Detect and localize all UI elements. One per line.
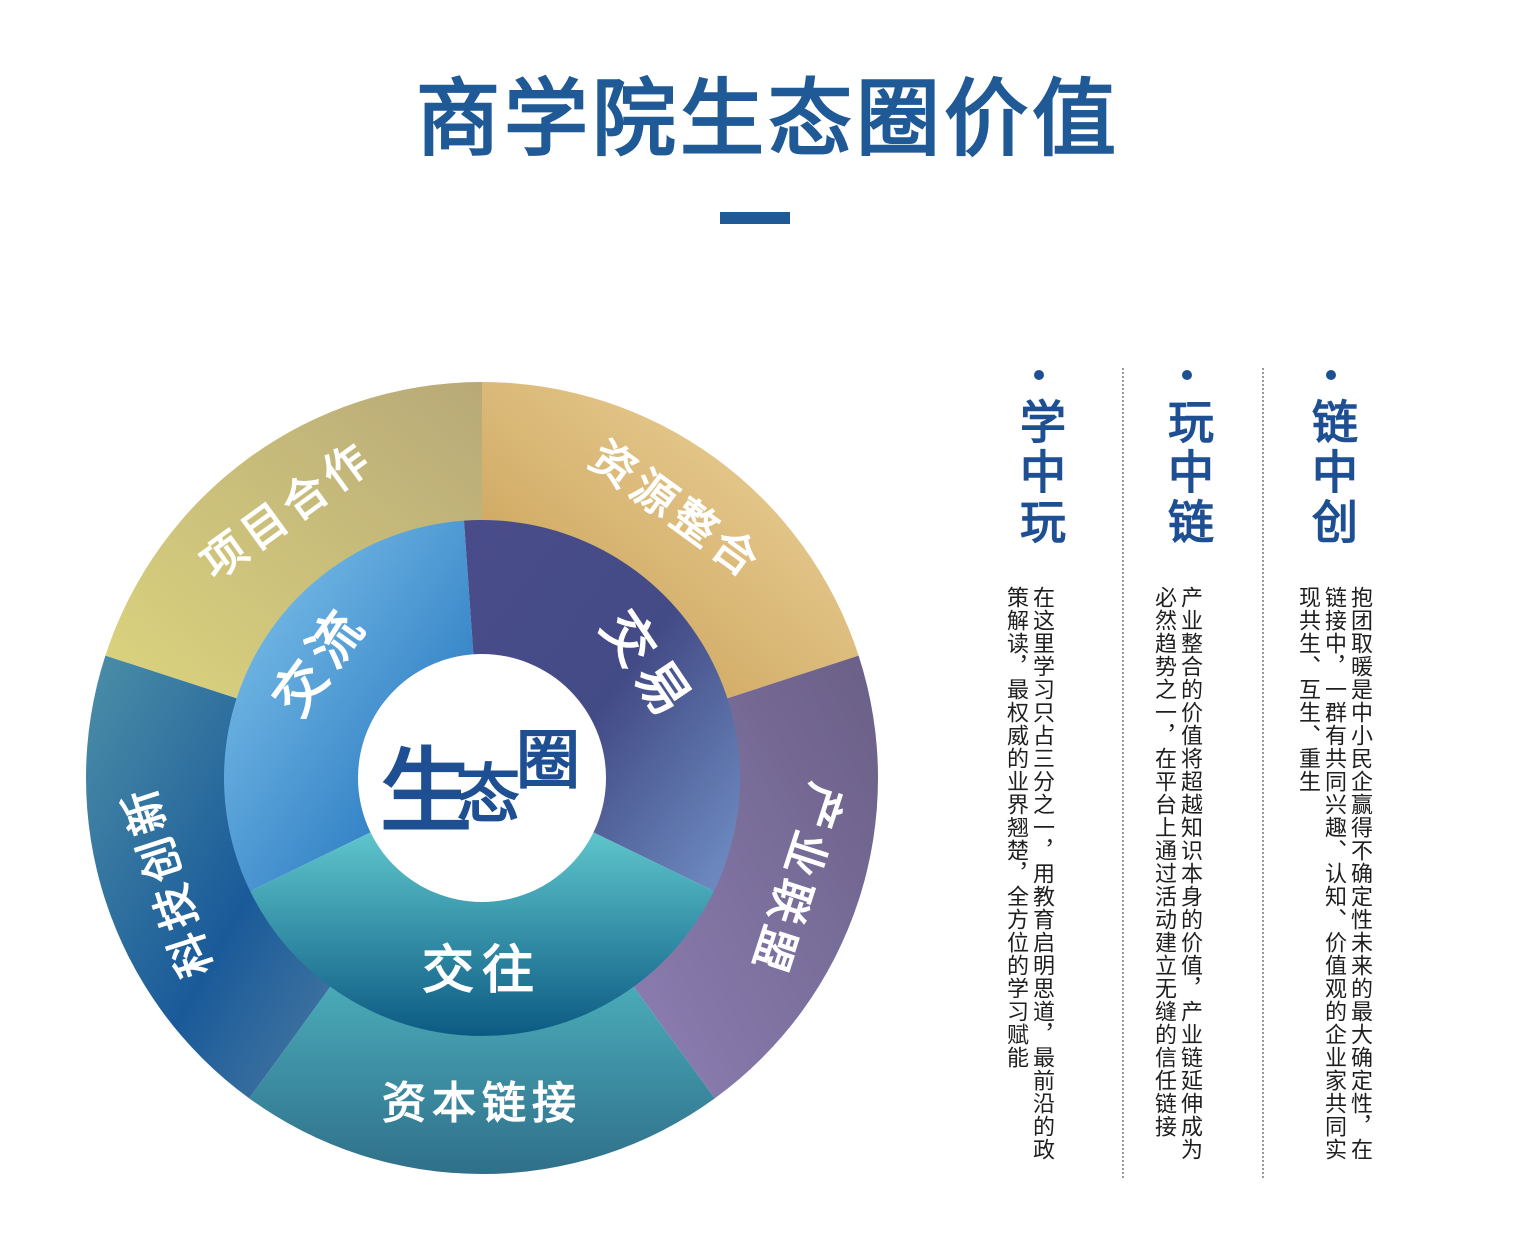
inner-segment-interaction bbox=[250, 831, 714, 1036]
column-body: 产业整合的价值将超越知识本身的价值，产业链延伸成为必然趋势之一，在平台上通过活动… bbox=[1151, 586, 1202, 1161]
column-body: 抱团取暖是中小民企赢得不确定性未来的最大确定性，在链接中，一群有共同兴趣、认知、… bbox=[1295, 586, 1372, 1161]
inner-label-interaction: 交往 bbox=[422, 941, 542, 1001]
column-divider bbox=[1262, 368, 1264, 1178]
center-circle bbox=[358, 654, 606, 902]
ecosystem-wheel: 生 态 圈 项目合作 资源整合 产业联盟 资本链接 科技创新 交流 交易 交往 bbox=[85, 382, 878, 1175]
column-heading: 玩中链 bbox=[1161, 398, 1215, 548]
center-char-3: 圈 bbox=[516, 724, 580, 799]
column-bullet bbox=[1034, 370, 1044, 380]
column-play-link: 玩中链 产业整合的价值将超越知识本身的价值，产业链延伸成为必然趋势之一，在平台上… bbox=[1150, 368, 1290, 1178]
outer-segment-project bbox=[105, 382, 482, 700]
outer-label-capital: 资本链接 bbox=[382, 1078, 582, 1129]
outer-segment-resource bbox=[482, 382, 859, 700]
column-bullet bbox=[1182, 370, 1192, 380]
column-link-create: 链中创 抱团取暖是中小民企赢得不确定性未来的最大确定性，在链接中，一群有共同兴趣… bbox=[1294, 368, 1434, 1178]
outer-segment-capital bbox=[249, 984, 715, 1175]
page-title: 商学院生态圈价值 bbox=[415, 70, 1120, 168]
column-heading: 学中玩 bbox=[1013, 398, 1067, 548]
column-body: 在这里学习只占三分之一，用教育启明思道，最前沿的政策解读，最权威的业界翘楚，全方… bbox=[1003, 586, 1054, 1161]
column-bullet bbox=[1326, 370, 1336, 380]
center-char-2: 态 bbox=[456, 758, 520, 833]
center-char-1: 生 bbox=[380, 738, 472, 846]
column-learn-play: 学中玩 在这里学习只占三分之一，用教育启明思道，最前沿的政策解读，最权威的业界翘… bbox=[1002, 368, 1142, 1178]
inner-segment-exchange bbox=[224, 520, 474, 892]
column-divider bbox=[1122, 368, 1124, 1178]
inner-segment-trade bbox=[464, 520, 740, 892]
outer-segment-tech bbox=[85, 655, 333, 1099]
title-underline bbox=[720, 212, 790, 224]
outer-segment-industry bbox=[631, 655, 878, 1099]
column-heading: 链中创 bbox=[1305, 398, 1359, 548]
